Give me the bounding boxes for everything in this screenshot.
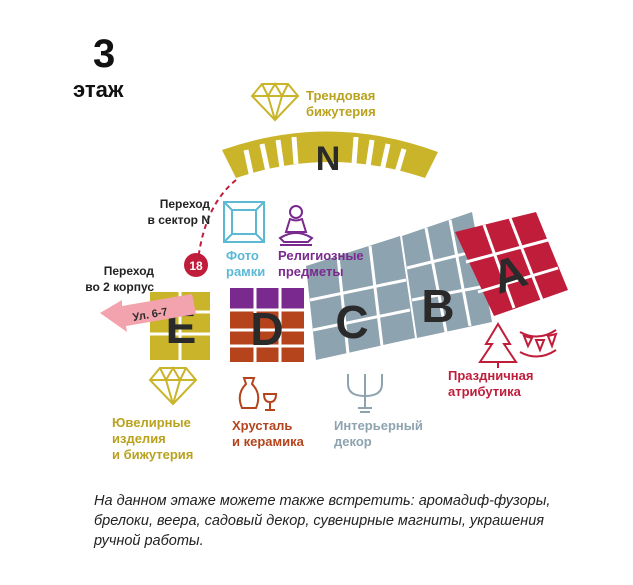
diamond-icon xyxy=(148,366,198,406)
garland-icon xyxy=(519,329,558,358)
sector-b-letter: B xyxy=(421,280,454,332)
footer-note: На данном этаже можете также встретить: … xyxy=(94,493,551,549)
diamond-icon xyxy=(250,82,300,122)
sector-c[interactable]: C xyxy=(306,236,415,360)
street-arrow[interactable]: Ул. 6-7 xyxy=(100,294,196,332)
point-18-label: 18 xyxy=(189,259,203,273)
vase-icon xyxy=(238,377,278,411)
sector-a[interactable]: A xyxy=(455,212,568,316)
sector-c-letter: C xyxy=(335,296,368,348)
sector-d[interactable]: D xyxy=(230,288,304,362)
photo-frame-icon xyxy=(223,201,265,243)
sector-d-letter: D xyxy=(250,303,283,355)
floor-word: этаж xyxy=(73,77,124,102)
point-18-marker[interactable]: 18 xyxy=(184,253,208,277)
sector-n-letter: N xyxy=(316,140,341,178)
christmas-tree-icon xyxy=(478,322,518,368)
buddha-icon xyxy=(278,205,314,246)
floor-number: 3 xyxy=(93,32,116,76)
sector-n[interactable]: N xyxy=(222,131,438,179)
candelabra-icon xyxy=(347,374,383,413)
